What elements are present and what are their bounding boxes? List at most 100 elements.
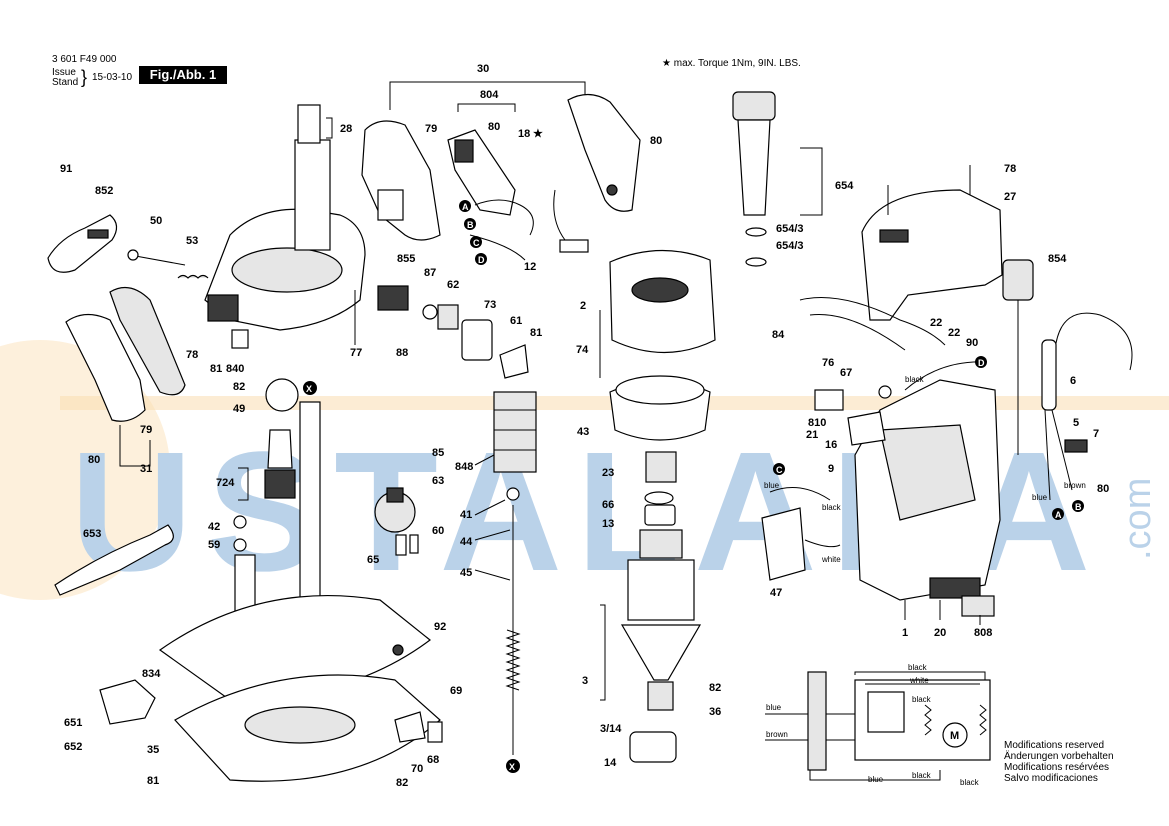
callout-44: 44 xyxy=(460,536,473,548)
callout-651: 651 xyxy=(64,717,82,729)
connector-x-top: X xyxy=(303,381,317,395)
bearing-14 xyxy=(629,731,677,763)
wiring-switch xyxy=(807,671,827,771)
callout-63: 63 xyxy=(432,475,444,487)
svg-text:C: C xyxy=(776,465,783,475)
callout-840: 840 xyxy=(226,363,244,375)
callout-92: 92 xyxy=(434,621,446,633)
callout-654: 654 xyxy=(835,180,854,192)
callout-23: 23 xyxy=(602,467,614,479)
washer-49 xyxy=(265,378,299,412)
issue-brace: } xyxy=(81,67,88,87)
knob-654-top xyxy=(732,91,776,121)
callout-654-3a: 654/3 xyxy=(776,223,804,235)
leader-30 xyxy=(389,81,586,110)
callout-69: 69 xyxy=(450,685,462,697)
bearing-23 xyxy=(645,451,677,483)
top-cover-30 xyxy=(361,120,441,241)
callout-79-top: 79 xyxy=(425,123,437,135)
top-cover-assembly xyxy=(361,93,641,241)
callout-80-right: 80 xyxy=(650,135,662,147)
bellows-848 xyxy=(493,391,537,473)
leader-3 xyxy=(600,604,606,701)
connector-a-cord: A xyxy=(1052,508,1064,520)
callout-88: 88 xyxy=(396,347,408,359)
stator-assembly xyxy=(599,249,716,441)
callout-numbers: 30 804 18 ★ 28 79 80 80 91 852 50 53 855… xyxy=(60,63,1109,789)
callout-77: 77 xyxy=(350,347,362,359)
coupling-61 xyxy=(499,344,529,379)
wiring-label-blue-2: blue xyxy=(868,775,884,784)
switch-wire-3 xyxy=(553,189,566,241)
cord-wire-blue xyxy=(1044,409,1051,501)
motor-cover-27 xyxy=(861,189,1003,321)
spindle-lock-cluster xyxy=(354,285,529,379)
bearing-13 xyxy=(644,504,676,526)
wire-22a xyxy=(799,297,946,346)
callout-82-bottom: 82 xyxy=(396,777,408,789)
armature-core xyxy=(627,559,695,621)
callout-20: 20 xyxy=(934,627,946,639)
callout-82-left: 82 xyxy=(233,381,245,393)
leader-804 xyxy=(457,103,516,112)
top-cover-right xyxy=(567,93,641,212)
callout-62: 62 xyxy=(447,279,459,291)
depth-stop-knob xyxy=(386,487,404,503)
grip-latch xyxy=(87,229,109,239)
callout-16: 16 xyxy=(825,439,837,451)
wrench-653 xyxy=(54,524,174,596)
column-rod xyxy=(299,401,321,603)
pin-65 xyxy=(395,534,407,556)
svg-text:A: A xyxy=(462,202,469,212)
callout-7: 7 xyxy=(1093,428,1099,440)
wiring-label-black-2: black xyxy=(912,695,932,704)
bushing-62 xyxy=(437,304,459,330)
wire-label-blue-47: blue xyxy=(764,481,780,490)
callout-22b: 22 xyxy=(948,327,960,339)
left-grip-assembly xyxy=(47,214,209,422)
modifications-de: Änderungen vorbehalten xyxy=(1004,751,1114,762)
ring-42 xyxy=(233,515,247,529)
callout-49: 49 xyxy=(233,403,245,415)
callout-13: 13 xyxy=(602,518,614,530)
callout-5: 5 xyxy=(1073,417,1079,429)
leader-lines xyxy=(119,81,981,701)
callout-78-right: 78 xyxy=(1004,163,1016,175)
callout-18-star: ★ xyxy=(533,128,543,140)
callout-80-top: 80 xyxy=(488,121,500,133)
clip-92 xyxy=(392,644,404,656)
spring-53 xyxy=(177,274,209,279)
main-housing-assembly xyxy=(854,379,1001,617)
figure-label: Fig./Abb. 1 xyxy=(139,66,227,84)
knob-855 xyxy=(377,285,409,311)
callout-35: 35 xyxy=(147,744,159,756)
callout-43: 43 xyxy=(577,426,589,438)
handle-cover-79 xyxy=(65,313,146,422)
wire-label-white-47: white xyxy=(821,555,841,564)
guide-651 xyxy=(99,679,156,725)
torque-note: ★ max. Torque 1Nm, 9IN. LBS. xyxy=(662,58,801,69)
wiring-label-blue-1: blue xyxy=(766,703,782,712)
cord-clamp-7 xyxy=(1064,439,1088,453)
wire-label-brown-cord: brown xyxy=(1064,481,1086,490)
callout-82-right: 82 xyxy=(709,682,721,694)
armature-shaft-end xyxy=(647,681,674,711)
svg-text:C: C xyxy=(473,238,480,248)
callout-14: 14 xyxy=(604,757,617,769)
connector-b-cord: B xyxy=(1072,500,1084,512)
callout-654-3b: 654/3 xyxy=(776,240,804,252)
callout-79-left: 79 xyxy=(140,424,152,436)
callout-59: 59 xyxy=(208,539,220,551)
brush-holder-810 xyxy=(814,389,844,411)
depth-stop-assembly xyxy=(374,487,419,556)
callout-70: 70 xyxy=(411,763,423,775)
wire-white-47 xyxy=(804,539,841,548)
switch-toggle xyxy=(454,139,474,163)
base-housing-cavity xyxy=(231,247,343,293)
brush-holder-parts xyxy=(799,297,986,446)
callout-31: 31 xyxy=(140,463,152,475)
callout-12: 12 xyxy=(524,261,536,273)
callout-80-cord: 80 xyxy=(1097,483,1109,495)
callout-852: 852 xyxy=(95,185,113,197)
